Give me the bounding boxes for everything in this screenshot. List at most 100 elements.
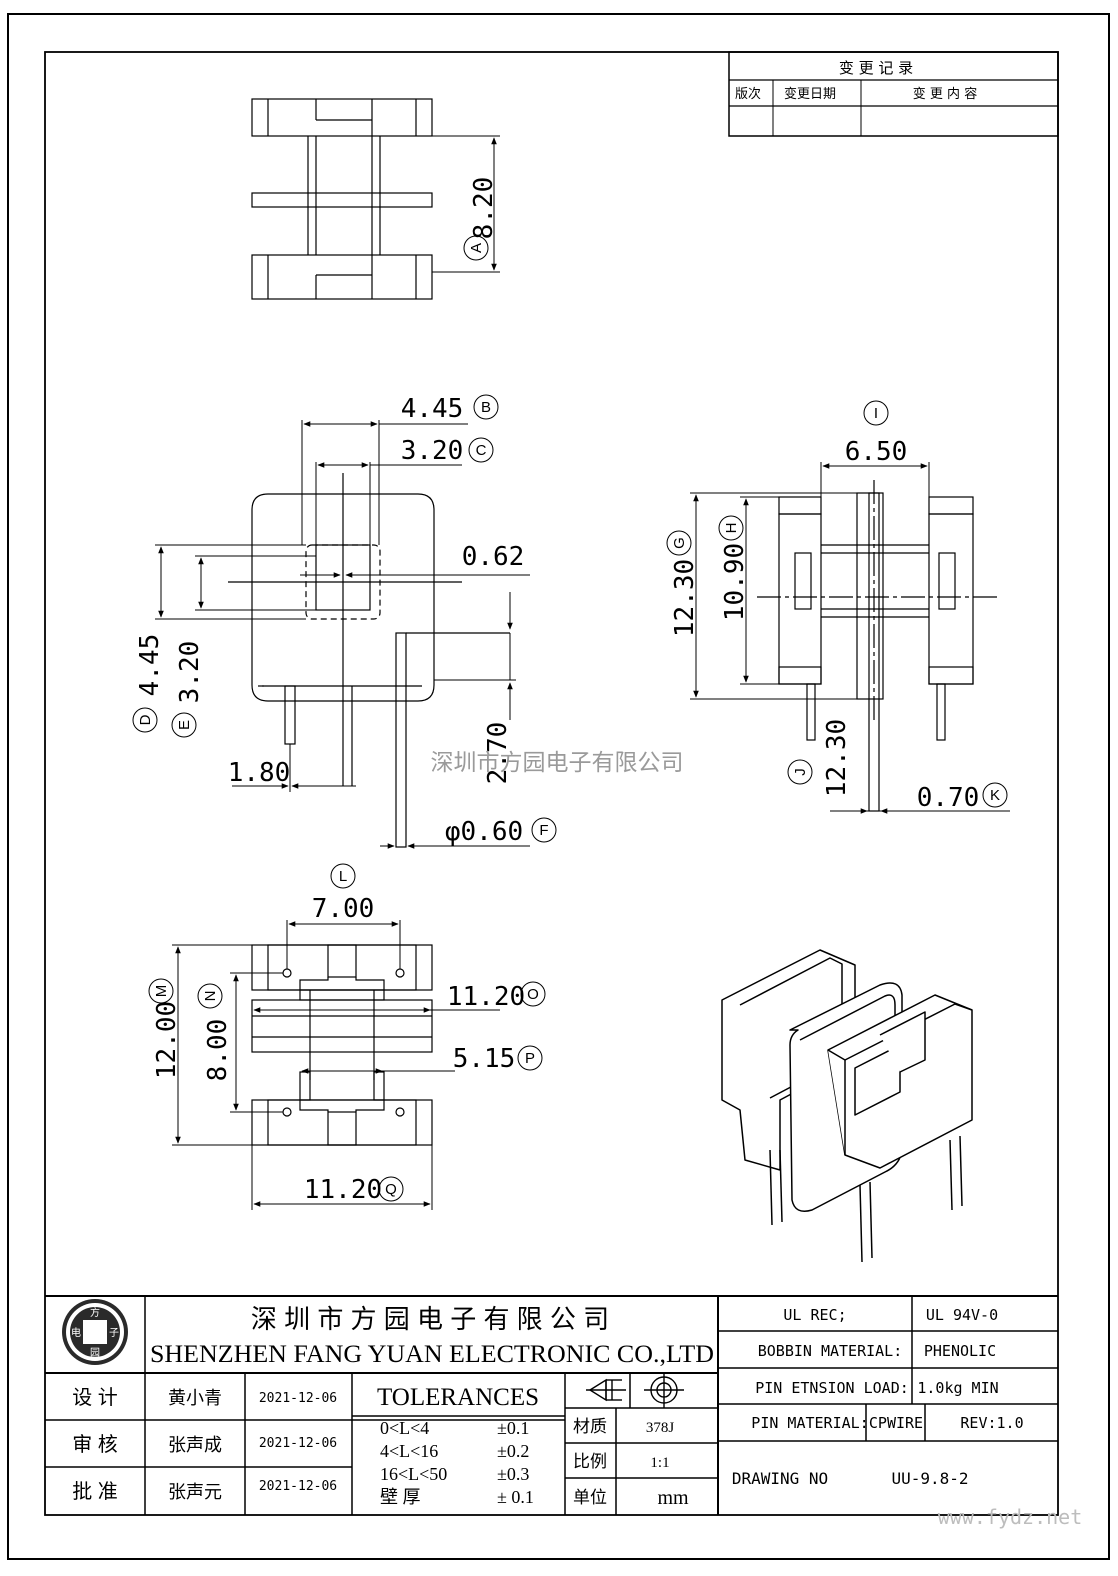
isometric-view xyxy=(721,949,973,1263)
dim-M-value: 12.00 xyxy=(152,1001,182,1079)
dim-A xyxy=(432,135,500,273)
ul-rec-label: UL REC; xyxy=(783,1306,846,1324)
dim-C-value: 3.20 xyxy=(401,436,464,466)
dim-Q-value: 11.20 xyxy=(304,1175,382,1205)
logo-char-right: 子 xyxy=(109,1327,119,1339)
dim-J-value: 12.30 xyxy=(822,719,852,797)
dim-I-value: 6.50 xyxy=(845,437,908,467)
company-name-en: SHENZHEN FANG YUAN ELECTRONIC CO.,LTD xyxy=(150,1341,714,1368)
dim-Q-letter: Q xyxy=(385,1181,397,1198)
col-version: 版次 xyxy=(735,86,761,102)
watermark: 深圳市方园电子有限公司 xyxy=(431,749,684,775)
dim-O-value: 11.20 xyxy=(447,982,525,1012)
ul-rec-value: UL 94V-0 xyxy=(926,1306,998,1324)
unit-label: 单位 xyxy=(573,1488,607,1507)
signoff-role-design: 设 计 xyxy=(72,1386,118,1409)
tol-value-4: ± 0.1 xyxy=(497,1487,534,1507)
dim-D-value: 4.45 xyxy=(135,634,165,697)
tolerances-title: TOLERANCES xyxy=(377,1384,539,1411)
pin-load-value: 1.0kg MIN xyxy=(917,1379,998,1397)
dim-pitch-value: 1.80 xyxy=(228,758,291,788)
rev-label: REV:1.0 xyxy=(960,1414,1023,1432)
projection-symbol-icon xyxy=(586,1378,626,1402)
dim-K-value: 0.70 xyxy=(917,783,980,813)
change-record-title: 变 更 记 录 xyxy=(839,59,913,77)
logo-char-left: 电 xyxy=(71,1326,81,1339)
inner-frame xyxy=(44,51,1059,1516)
front-view xyxy=(228,473,510,848)
side-view-dims xyxy=(666,400,1010,814)
dim-L-letter: L xyxy=(339,868,347,885)
signoff-role-review: 审 核 xyxy=(72,1433,118,1456)
dim-K-letter: K xyxy=(990,787,1000,804)
dim-G-letter: G xyxy=(671,537,688,549)
dim-P-letter: P xyxy=(525,1050,535,1067)
tol-range-1: 0<L<4 xyxy=(380,1418,429,1438)
dim-F-value: φ0.60 xyxy=(445,817,523,847)
top-view xyxy=(251,98,433,300)
material-label: 材质 xyxy=(573,1417,607,1436)
signoff-date-approve: 2021-12-06 xyxy=(259,1479,337,1494)
dim-E-letter: E xyxy=(176,720,193,730)
signoff-role-approve: 批 准 xyxy=(72,1480,118,1503)
signoff-name-approve: 张声元 xyxy=(168,1482,222,1502)
change-record-table: 变 更 记 录 版次 变更日期 变 更 内 容 xyxy=(728,51,1059,137)
dim-A-value: 8.20 xyxy=(469,177,499,240)
bobbin-label: BOBBIN MATERIAL: xyxy=(758,1342,903,1360)
tol-value-1: ±0.1 xyxy=(497,1418,529,1438)
dim-C-letter: C xyxy=(476,442,487,459)
tol-range-4: 壁 厚 xyxy=(380,1487,421,1507)
company-logo: 方 子 园 电 xyxy=(62,1299,128,1365)
site-watermark: www.fydz.net xyxy=(938,1505,1083,1529)
material-value: 378J xyxy=(646,1420,675,1436)
dim-A-letter: A xyxy=(468,243,485,253)
dim-pin-length-value: 2.70 xyxy=(483,722,513,785)
dim-N-value: 8.00 xyxy=(203,1019,233,1082)
dim-H-letter: H xyxy=(723,523,740,534)
side-view xyxy=(757,480,1000,812)
unit-value: mm xyxy=(657,1487,689,1509)
tol-value-3: ±0.3 xyxy=(497,1464,529,1484)
signoff-name-design: 黄小青 xyxy=(168,1388,222,1408)
bottom-view xyxy=(251,944,433,1146)
bobbin-value: PHENOLIC xyxy=(924,1342,996,1360)
signoff-date-review: 2021-12-06 xyxy=(259,1436,337,1451)
scale-label: 比例 xyxy=(573,1452,607,1471)
title-block-lines xyxy=(45,1295,1058,1515)
signoff-date-design: 2021-12-06 xyxy=(259,1391,337,1406)
outer-frame xyxy=(7,13,1110,1560)
pin-mat-value: CPWIRE xyxy=(869,1414,923,1432)
logo-char-bottom: 园 xyxy=(90,1347,100,1359)
front-view-dims xyxy=(132,394,557,849)
dim-M-letter: M xyxy=(153,985,170,998)
crosshair-circle-icon xyxy=(644,1372,684,1408)
signoff-name-review: 张声成 xyxy=(168,1435,222,1455)
dim-O-letter: O xyxy=(527,986,539,1003)
scale-value: 1:1 xyxy=(650,1455,669,1471)
dim-G-value: 12.30 xyxy=(670,559,700,637)
drawing-no-label: DRAWING NO xyxy=(732,1469,828,1488)
dim-B-letter: B xyxy=(481,399,491,416)
dim-L-value: 7.00 xyxy=(312,894,375,924)
tol-value-2: ±0.2 xyxy=(497,1441,529,1461)
dim-F-letter: F xyxy=(539,822,548,839)
dim-E-value: 3.20 xyxy=(175,641,205,704)
dim-H-value: 10.90 xyxy=(720,543,750,621)
dim-J-letter: J xyxy=(792,768,809,776)
dim-I-letter: I xyxy=(874,405,878,422)
dim-N-letter: N xyxy=(202,991,219,1002)
tol-range-3: 16<L<50 xyxy=(380,1464,447,1484)
dim-D-letter: D xyxy=(137,714,154,725)
col-content: 变 更 内 容 xyxy=(913,86,977,102)
company-name-cn: 深 圳 市 方 园 电 子 有 限 公 司 xyxy=(251,1304,609,1334)
dim-slot-value: 0.62 xyxy=(462,542,525,572)
pin-load-label: PIN ETNSION LOAD: xyxy=(755,1379,909,1397)
col-date: 变更日期 xyxy=(784,86,836,102)
pin-mat-label: PIN MATERIAL: xyxy=(751,1414,868,1432)
logo-char-top: 方 xyxy=(90,1306,100,1319)
bottom-view-dims xyxy=(148,863,546,1210)
drawing-no-value: UU-9.8-2 xyxy=(891,1469,968,1488)
dim-P-value: 5.15 xyxy=(453,1044,516,1074)
tol-range-2: 4<L<16 xyxy=(380,1441,438,1461)
